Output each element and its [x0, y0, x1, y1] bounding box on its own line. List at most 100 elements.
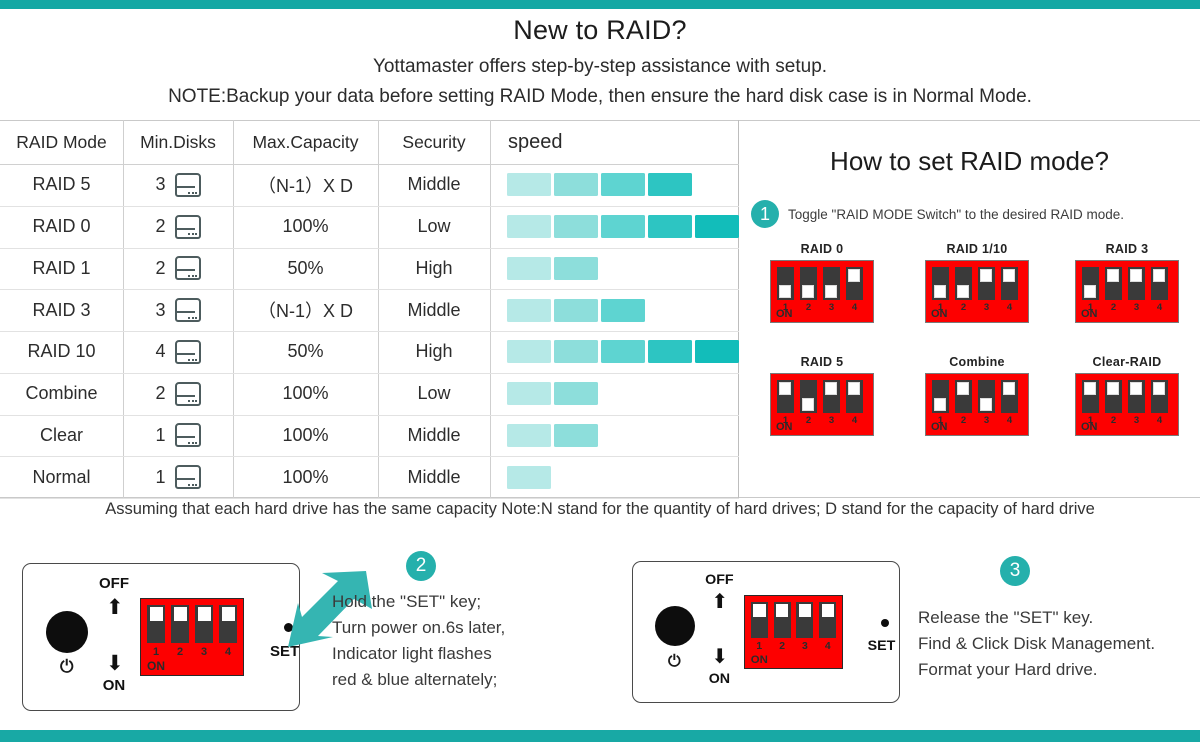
- speed-bar: [507, 382, 598, 406]
- speed-bar-segment: [601, 340, 645, 364]
- speed-bar-segment: [507, 465, 551, 489]
- dip-switch-toggle-3[interactable]: [1128, 380, 1145, 413]
- header-block: New to RAID? Yottamaster offers step-by-…: [0, 9, 1200, 108]
- table-right-edge: [738, 120, 739, 498]
- table-column-divider: [233, 120, 234, 498]
- table-cell-max-capacity: 50%: [287, 341, 324, 362]
- table-cell-max-capacity: （N-1）X D: [257, 301, 353, 322]
- how-to-title: How to set RAID mode?: [830, 146, 1109, 176]
- dip-on-label-left: ON: [147, 659, 165, 673]
- page-note: NOTE:Backup your data before setting RAI…: [168, 86, 1032, 107]
- speed-bar-segment: [601, 173, 645, 197]
- speed-bar-segment: [554, 423, 598, 447]
- dip-switch-number: 1: [1087, 415, 1094, 426]
- speed-bar-segment: [648, 173, 692, 197]
- dip-switch-toggle-1[interactable]: [1082, 380, 1099, 413]
- dip-switch-toggle-1[interactable]: [777, 267, 794, 300]
- dip-switch-toggle-3[interactable]: [823, 267, 840, 300]
- dip-switch-toggle-3[interactable]: [823, 380, 840, 413]
- dip-switch-toggle-2-left[interactable]: [171, 605, 189, 643]
- table-cell-max-capacity: 100%: [282, 466, 329, 487]
- hard-drive-icon: [174, 172, 201, 197]
- dip-switch-toggle-2[interactable]: [1105, 267, 1122, 300]
- table-column-divider: [490, 120, 491, 498]
- dip-switch-toggle-3[interactable]: [978, 380, 995, 413]
- dip-on-label: ON: [931, 421, 948, 433]
- dip-switch-toggle-4-left[interactable]: [219, 605, 237, 643]
- off-label-right: OFF: [705, 572, 734, 589]
- power-button-right[interactable]: [655, 606, 695, 646]
- dip-switch-toggle-2[interactable]: [800, 380, 817, 413]
- table-row-divider: [0, 498, 739, 499]
- dip-switch-number-right: 4: [824, 640, 831, 652]
- dip-switch-number: 2: [805, 302, 812, 313]
- dip-switch-toggle-2[interactable]: [955, 380, 972, 413]
- dip-switch-number: 1: [937, 415, 944, 426]
- dip-switch-number: 3: [828, 302, 835, 313]
- table-cell-mode: RAID 0: [32, 216, 91, 237]
- dip-switch-toggle-4[interactable]: [1001, 267, 1018, 300]
- dip-switch-toggle-1[interactable]: [1082, 267, 1099, 300]
- dip-switch-toggle-1[interactable]: [777, 380, 794, 413]
- table-cell-mode: RAID 1: [32, 257, 91, 278]
- dip-switch-number: 3: [1133, 415, 1140, 426]
- dip-switch-toggle-2[interactable]: [955, 267, 972, 300]
- min-disks-count: 1: [155, 424, 166, 445]
- dip-switch-toggle-4[interactable]: [1151, 380, 1168, 413]
- dip-switch-toggle-4[interactable]: [846, 267, 863, 300]
- dip-switch-toggle-1[interactable]: [932, 267, 949, 300]
- table-cell-min-disks: 3: [123, 289, 233, 331]
- dip-switch-toggle-4[interactable]: [1151, 267, 1168, 300]
- step-2-line: red & blue alternately;: [332, 670, 498, 689]
- hard-drive-icon: [174, 465, 201, 490]
- pointer-arrow-icon: [278, 567, 374, 653]
- min-disks-count: 4: [155, 341, 166, 362]
- dip-mode-label: RAID 0: [800, 242, 844, 256]
- table-cell-min-disks: 1: [123, 456, 233, 498]
- on-label-right: ON: [708, 670, 731, 687]
- dip-on-label: ON: [931, 308, 948, 320]
- table-cell-mode: RAID 10: [27, 341, 96, 362]
- dip-switch-number: 3: [983, 302, 990, 313]
- dip-switch-toggle-1-right[interactable]: [750, 601, 768, 638]
- dip-mode-label: RAID 1/10: [946, 242, 1008, 256]
- dip-switch-toggle-4[interactable]: [846, 380, 863, 413]
- dip-switch-number-left: 2: [176, 646, 184, 658]
- dip-switch-number: 4: [1006, 415, 1013, 426]
- power-button-left[interactable]: [46, 611, 88, 653]
- speed-bar-segment: [554, 298, 598, 322]
- dip-switch-toggle-3-left[interactable]: [195, 605, 213, 643]
- dip-switch-toggle-3[interactable]: [1128, 267, 1145, 300]
- table-cell-mode: Clear: [39, 424, 83, 445]
- dip-on-label-right: ON: [750, 654, 768, 667]
- dip-switch-toggle-4[interactable]: [1001, 380, 1018, 413]
- dip-switch-toggle-2[interactable]: [800, 267, 817, 300]
- dip-switch-toggle-2[interactable]: [1105, 380, 1122, 413]
- speed-bar-segment: [695, 215, 739, 239]
- table-cell-security: Middle: [407, 424, 461, 445]
- dip-switch-toggle-2-right[interactable]: [773, 601, 791, 638]
- dip-switch-toggle-3-right[interactable]: [796, 601, 814, 638]
- dip-switch-toggle-1[interactable]: [932, 380, 949, 413]
- step-3-line: Release the "SET" key.: [918, 608, 1094, 627]
- dip-switch-toggle-4-right[interactable]: [819, 601, 837, 638]
- dip-switch-toggle-1-left[interactable]: [147, 605, 165, 643]
- page-subtitle: Yottamaster offers step-by-step assistan…: [372, 56, 828, 77]
- how-to-panel: How to set RAID mode? 1 Toggle "RAID MOD…: [739, 120, 1200, 498]
- dip-switch-number: 1: [782, 415, 789, 426]
- dip-switch-toggle-3[interactable]: [978, 267, 995, 300]
